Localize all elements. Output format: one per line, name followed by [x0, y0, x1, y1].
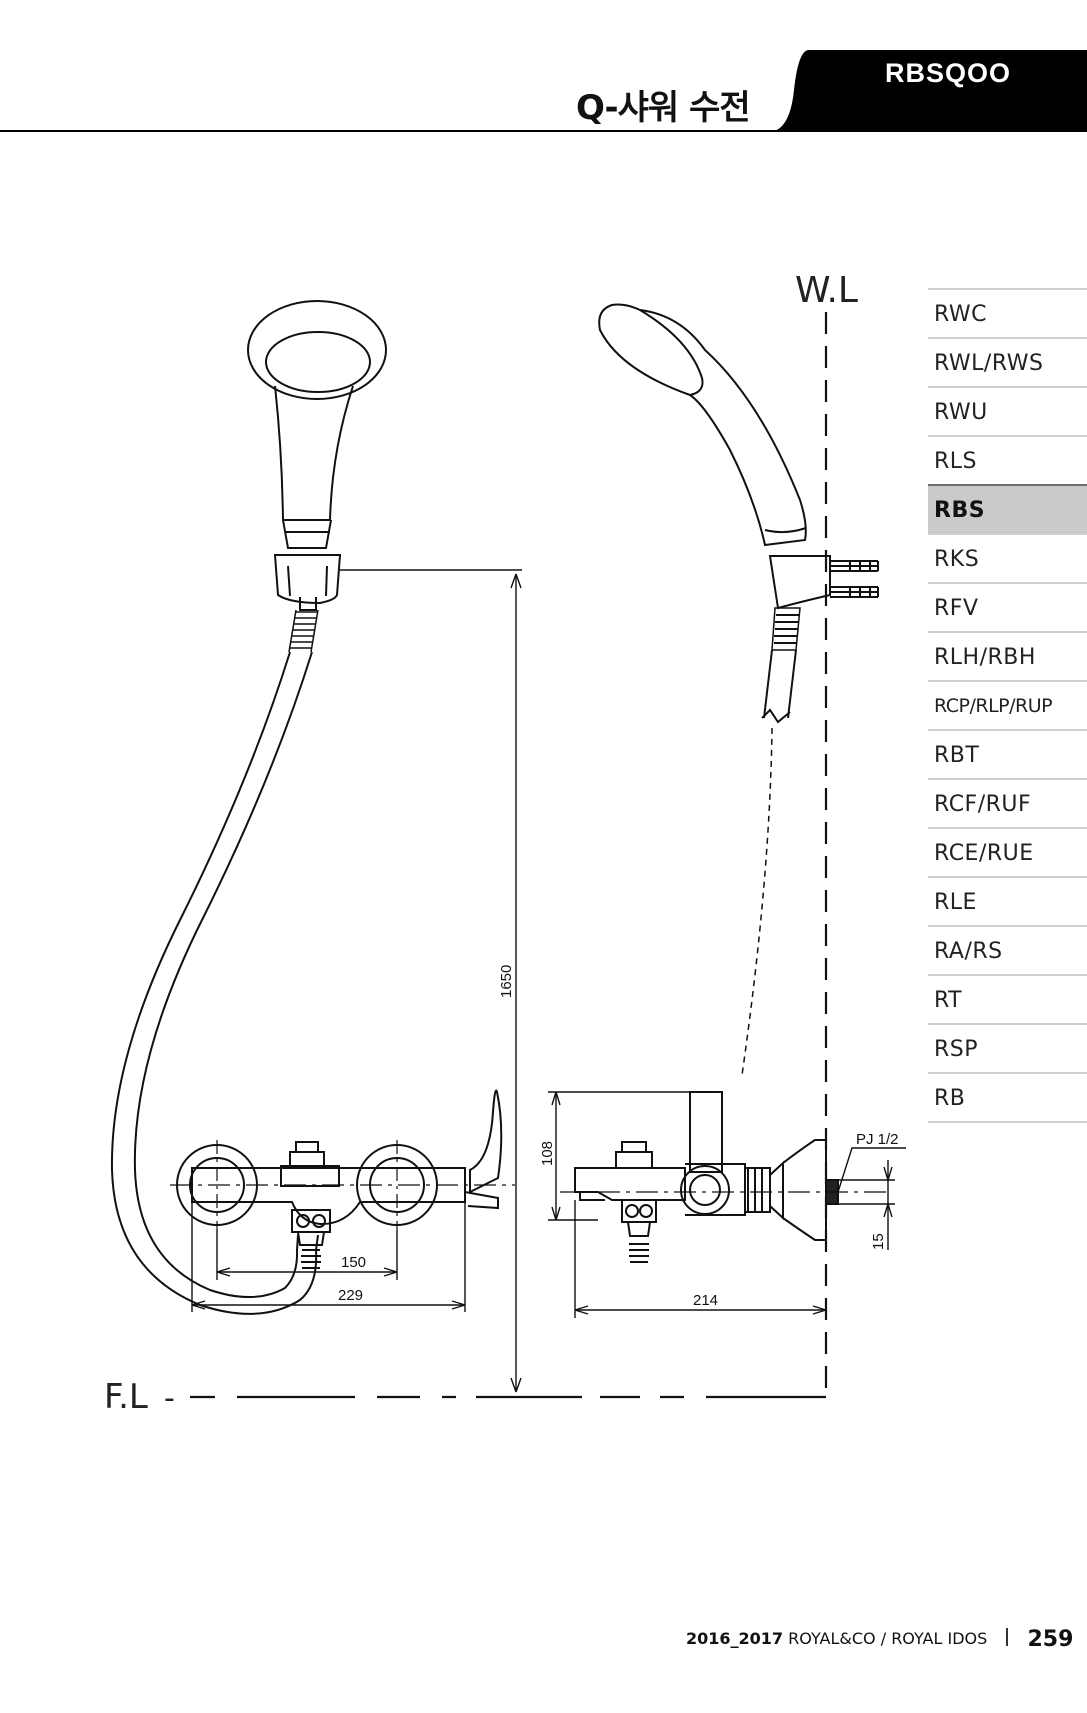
side-index-item-rlh-rbh[interactable]: RLH/RBH	[928, 631, 1087, 680]
mixer-body-front	[176, 1089, 503, 1269]
model-code: RBSQOO	[885, 58, 1012, 88]
floor-line-label: F.L	[104, 1377, 148, 1417]
side-index-item-rle[interactable]: RLE	[928, 876, 1087, 925]
side-index-item-rcf-ruf[interactable]: RCF/RUF	[928, 778, 1087, 827]
side-index-item-rcp-rlp-rup[interactable]: RCP/RLP/RUP	[928, 680, 1087, 729]
side-index-item-rce-rue[interactable]: RCE/RUE	[928, 827, 1087, 876]
side-index-item-ra-rs[interactable]: RA/RS	[928, 925, 1087, 974]
dim-214: 214	[693, 1292, 718, 1309]
side-index-item-rb[interactable]: RB	[928, 1072, 1087, 1121]
dim-1650: 1650	[498, 965, 515, 998]
dimension-lines-front	[191, 569, 522, 1393]
water-line-label: W.L	[795, 270, 858, 311]
page-header: Q-샤워 수전 RBSQOO	[0, 0, 1087, 140]
side-index-item-rbt[interactable]: RBT	[928, 729, 1087, 778]
page-title: Q-샤워 수전	[576, 88, 751, 128]
side-index-item-rbs[interactable]: RBS	[928, 484, 1087, 533]
mixer-body-side	[574, 1091, 839, 1263]
side-index-item-rls[interactable]: RLS	[928, 435, 1087, 484]
floor-line-dot: -	[164, 1381, 175, 1416]
hose-spring-front	[288, 609, 319, 653]
shower-hose-side-hidden	[741, 727, 773, 1076]
side-index-item-rks[interactable]: RKS	[928, 533, 1087, 582]
side-index-item-rt[interactable]: RT	[928, 974, 1087, 1023]
footer-separator	[1006, 1628, 1009, 1646]
centerline-left-vert	[216, 1140, 398, 1230]
side-index-end-rule	[928, 1121, 1087, 1123]
side-index-item-rwu[interactable]: RWU	[928, 386, 1087, 435]
shower-hose-front-inner	[133, 651, 313, 1299]
dim-229: 229	[338, 1287, 363, 1304]
side-index-item-rwc[interactable]: RWC	[928, 288, 1087, 337]
shower-hose-front	[110, 651, 319, 1315]
dim-pj-1-2: PJ 1/2	[856, 1131, 899, 1148]
dimension-lines-side	[548, 1091, 906, 1318]
dim-150: 150	[341, 1254, 366, 1271]
side-index-item-rwl-rws[interactable]: RWL/RWS	[928, 337, 1087, 386]
page-footer: 2016_2017 ROYAL&CO / ROYAL IDOS 259	[686, 1627, 1073, 1652]
page-number: 259	[1027, 1627, 1074, 1652]
side-index-item-rfv[interactable]: RFV	[928, 582, 1087, 631]
footer-year: 2016_2017	[686, 1629, 784, 1648]
hand-shower-side	[598, 303, 879, 724]
dim-108: 108	[539, 1141, 556, 1166]
header-tab	[770, 50, 1087, 132]
header-rule	[0, 130, 1087, 132]
hand-shower-front	[247, 300, 387, 611]
footer-brand: ROYAL&CO / ROYAL IDOS	[788, 1629, 988, 1648]
side-index-item-rsp[interactable]: RSP	[928, 1023, 1087, 1072]
dim-15: 15	[870, 1233, 887, 1250]
